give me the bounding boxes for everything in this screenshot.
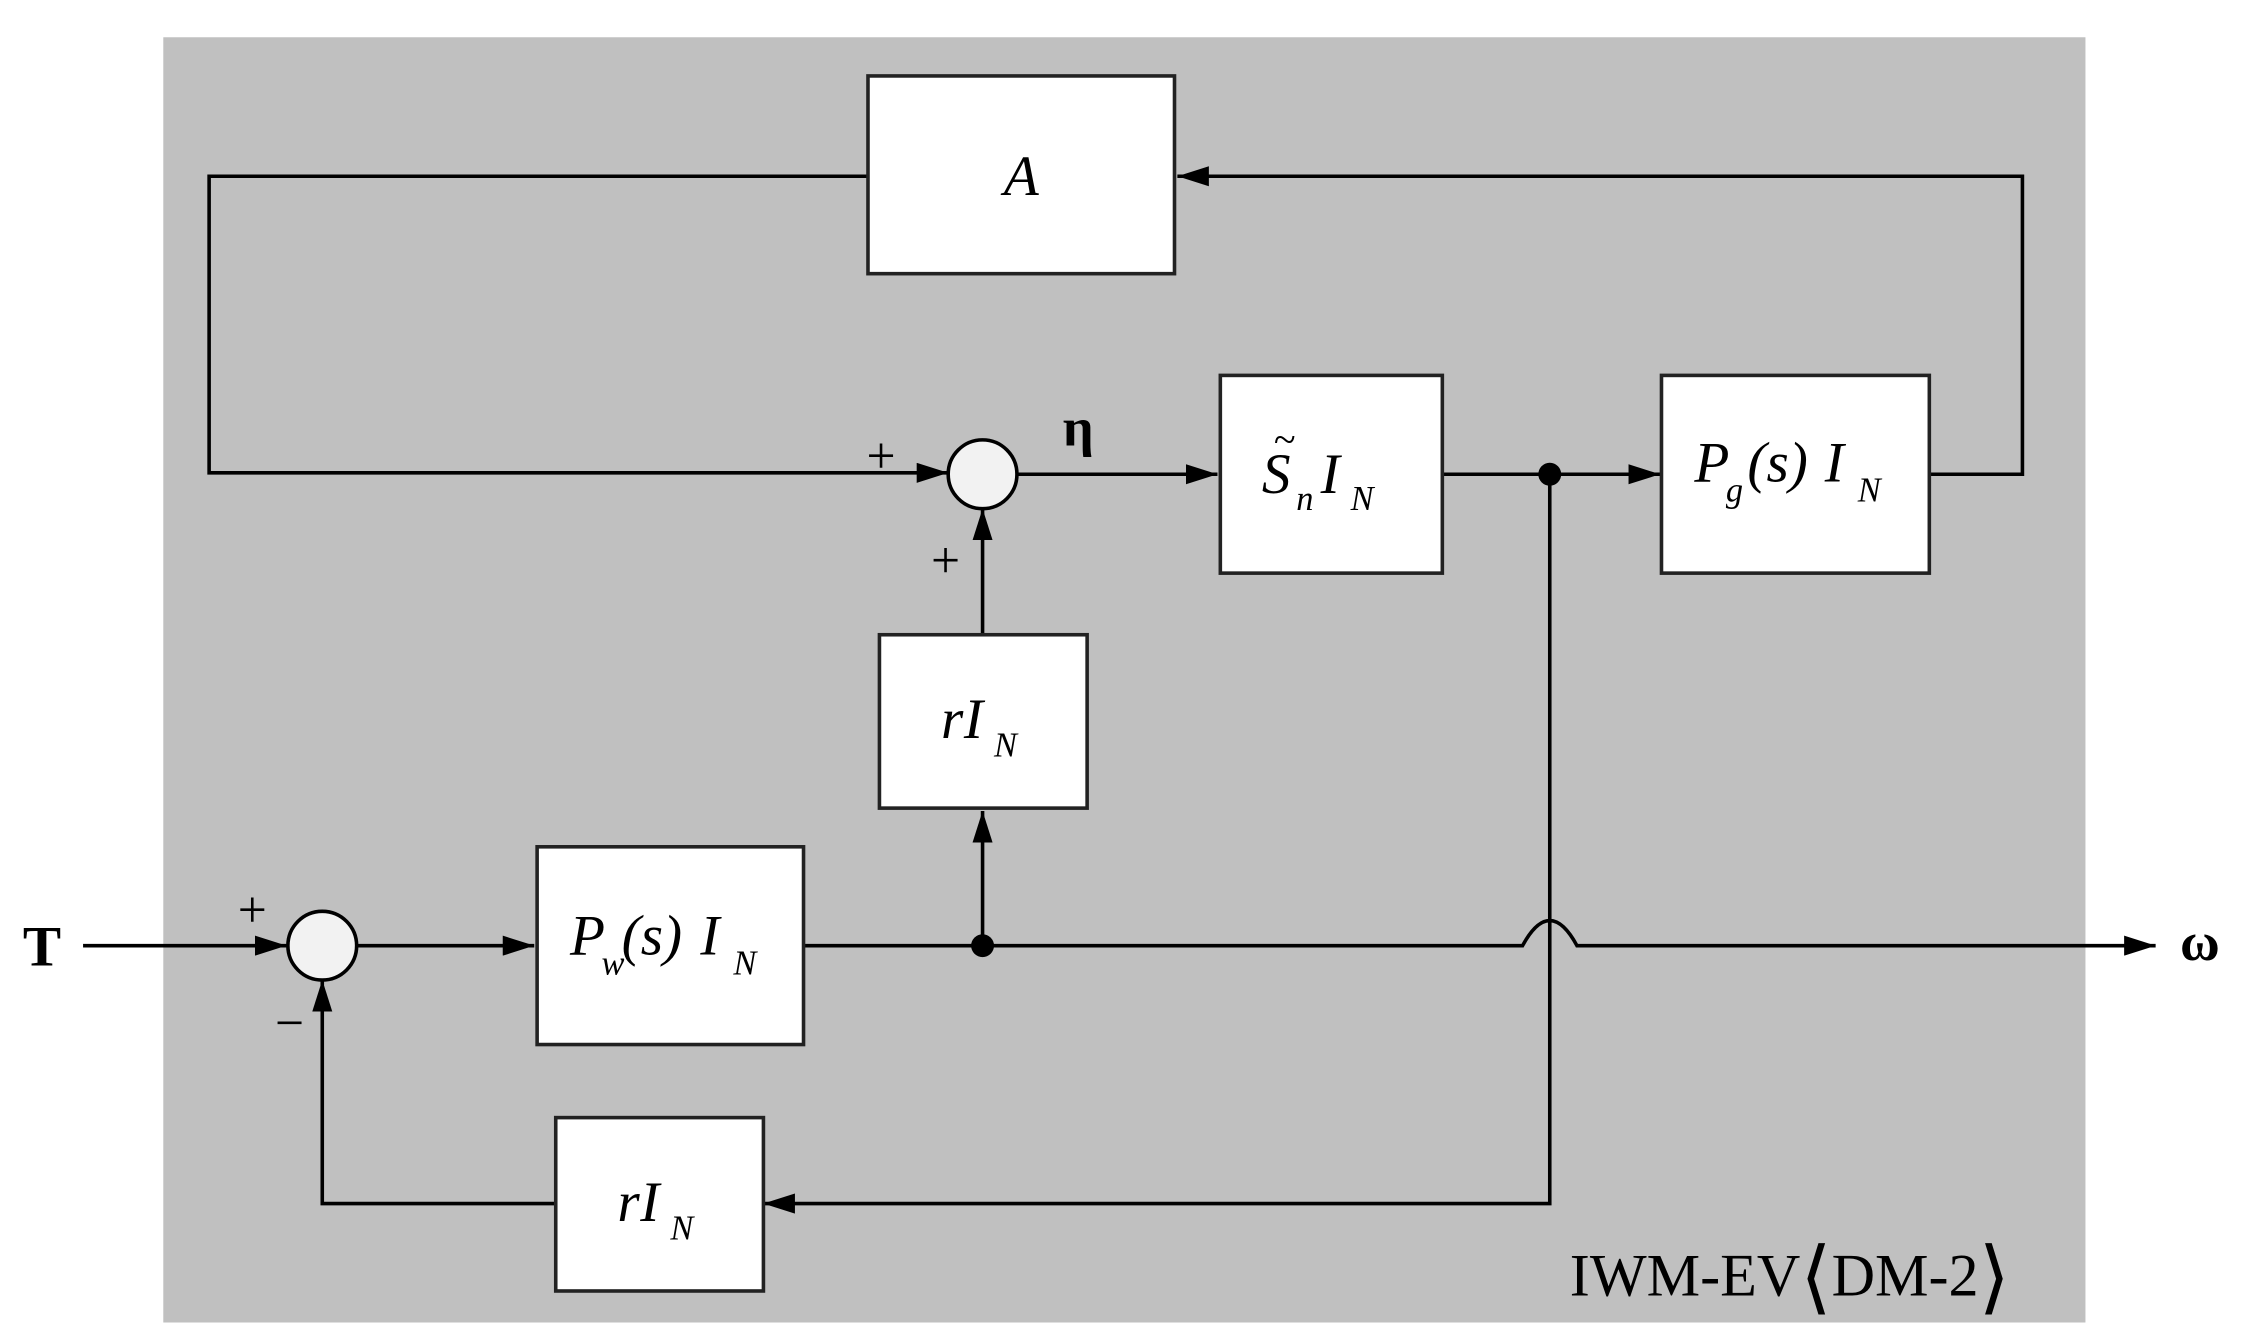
block-pg-paren: (s)	[1747, 431, 1807, 494]
sign-bottom-bottom: −	[275, 995, 304, 1052]
block-pw-paren: (s)	[622, 904, 682, 967]
block-rI-bottom: r I N	[553, 1115, 766, 1293]
block-pw: P w (s) I N	[535, 845, 806, 1047]
block-pw-sub-N: N	[732, 944, 758, 982]
block-rI-mid-I: I	[963, 688, 986, 751]
system-label: IWM-EV⟨DM-2⟩	[1570, 1234, 2010, 1322]
block-s-tilde-glyph: ~	[1273, 417, 1295, 462]
branch-to-rI-bottom-wire	[763, 474, 1552, 1214]
block-s-I: I	[1320, 443, 1343, 506]
block-pg-I: I	[1824, 431, 1847, 494]
block-rI-mid-r: r	[941, 688, 964, 751]
junction-dot-s-output	[1538, 462, 1562, 486]
summing-junction-top	[946, 438, 1019, 511]
block-pg-sub-N: N	[1857, 471, 1883, 509]
block-pg-sub-g: g	[1726, 471, 1743, 509]
block-pw-I: I	[699, 904, 722, 967]
system-label-inner: DM-2	[1832, 1242, 1979, 1309]
sign-top-left: +	[867, 428, 896, 485]
block-rI-bottom-I: I	[639, 1171, 662, 1234]
block-a-label: A	[1000, 145, 1040, 208]
block-s-tilde: ~ S n I N	[1218, 373, 1445, 575]
summing-junction-bottom	[286, 909, 359, 982]
block-pg-P: P	[1693, 431, 1729, 494]
signal-label-eta: η	[1063, 397, 1094, 458]
sign-bottom-left: +	[238, 882, 267, 939]
sign-top-bottom: +	[931, 532, 960, 589]
block-a: A	[866, 74, 1177, 276]
a-to-sum-wire	[207, 174, 949, 483]
rI-bottom-to-sum-wire	[312, 980, 556, 1206]
junction-dot-pw-output	[971, 934, 995, 958]
block-s-glyph: S	[1262, 443, 1291, 506]
system-label-close: ⟩	[1979, 1234, 2010, 1322]
input-label-T: T	[23, 916, 61, 979]
block-s-sub-N: N	[1350, 480, 1376, 518]
block-pg: P g (s) I N	[1659, 373, 1932, 575]
block-rI-bottom-sub-N: N	[669, 1209, 695, 1247]
block-pw-sub-w: w	[602, 944, 625, 982]
block-rI-mid: r I N	[877, 632, 1089, 810]
block-rI-mid-sub-N: N	[993, 727, 1019, 765]
system-label-main: IWM-EV	[1570, 1242, 1800, 1309]
output-label-omega: ω	[2180, 911, 2220, 972]
block-s-sub-n: n	[1296, 480, 1313, 518]
block-rI-bottom-r: r	[617, 1171, 640, 1234]
block-pw-P: P	[569, 904, 605, 967]
system-label-open: ⟨	[1800, 1234, 1831, 1322]
pg-to-a-wire	[1177, 166, 2025, 477]
